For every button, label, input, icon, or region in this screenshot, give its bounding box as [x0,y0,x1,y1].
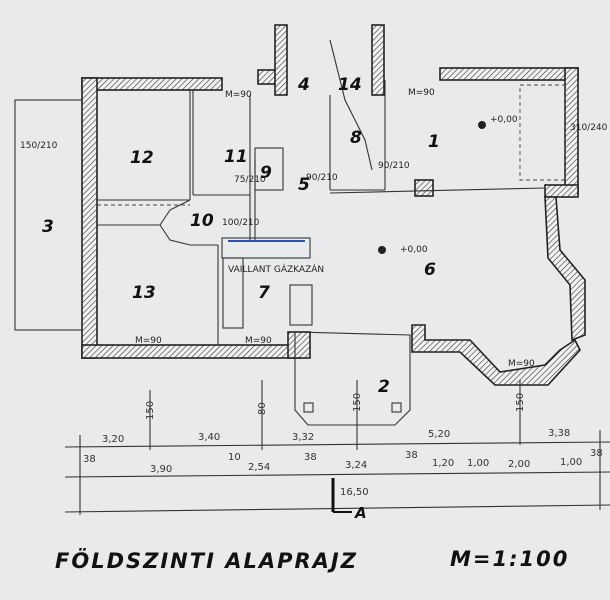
boiler-label: VAILLANT GÁZKAZÁN [228,263,324,275]
interior-lines [97,39,566,426]
dim-row2: 10 [228,452,241,463]
door-size-label: 100/210 [222,218,260,228]
walls [81,24,586,386]
dim-row2: 38 [405,450,418,461]
room-1-label: 1 [428,132,440,152]
dimension-lines: 3,20 3,40 3,32 5,20 3,38 38 3,90 10 2,54… [64,380,610,522]
door-size-label: 150/210 [20,141,58,151]
room-13-label: 13 [132,283,156,303]
plan-title: FÖLDSZINTI ALAPRAJZ [55,548,358,573]
terrace-3-outline [14,99,84,331]
room-3-label: 3 [42,217,54,237]
dim-row2: 2,00 [508,459,530,470]
plan-scale: M=1:100 [450,547,569,571]
sill-height-label: M=90 [408,88,435,98]
dim-vertical: 150 [352,393,363,412]
room-5-label: 5 [298,175,310,195]
elevation-room-1: +0,00 [490,115,518,125]
dim-row2: 38 [304,452,317,463]
dim-total: 16,50 [340,487,369,498]
dim-row1: 5,20 [428,429,450,440]
sill-height-label: M=90 [135,336,162,346]
dim-vertical: 150 [515,393,526,412]
sill-height-label: M=90 [508,359,535,369]
room-14-label: 14 [338,75,362,95]
room-6-label: 6 [424,260,436,280]
door-size-label: 75/210 [234,175,266,185]
sill-height-label: M=90 [245,336,272,346]
dim-vertical: 80 [257,402,268,415]
room-4-label: 4 [297,75,310,95]
dim-row2: 3,90 [150,464,172,475]
dim-row2: 3,24 [345,460,367,471]
door-size-label: 90/210 [378,161,410,171]
annotations: VAILLANT GÁZKAZÁN +0,00 +0,00 M=90 M=90 … [20,88,608,369]
dim-row2: 2,54 [248,462,270,473]
room-labels: 1 2 3 4 5 6 7 8 9 10 11 12 13 14 [42,75,440,397]
room-11-label: 11 [224,147,248,167]
dim-row1: 3,32 [292,432,314,443]
dim-row1: 3,40 [198,432,220,443]
elevation-room-6: +0,00 [400,245,428,255]
room-2-label: 2 [378,377,390,397]
sill-height-label: M=90 [225,90,252,100]
dim-row2: 1,20 [432,458,454,469]
dim-row2: 1,00 [560,457,582,468]
dim-vertical: 150 [145,401,156,420]
room-8-label: 8 [350,128,362,148]
dim-row2: 38 [590,448,603,459]
section-label: A [354,504,367,522]
room-9-label: 9 [260,163,272,183]
dim-row2: 1,00 [467,458,489,469]
dim-row1: 3,20 [102,434,124,445]
room-7-label: 7 [258,283,270,303]
room-10-label: 10 [190,211,214,231]
door-size-label: 90/210 [306,173,338,183]
dim-row1: 3,38 [548,428,570,439]
room-12-label: 12 [130,148,154,168]
dim-row2: 38 [83,454,96,465]
door-size-label: 310/240 [570,123,608,133]
